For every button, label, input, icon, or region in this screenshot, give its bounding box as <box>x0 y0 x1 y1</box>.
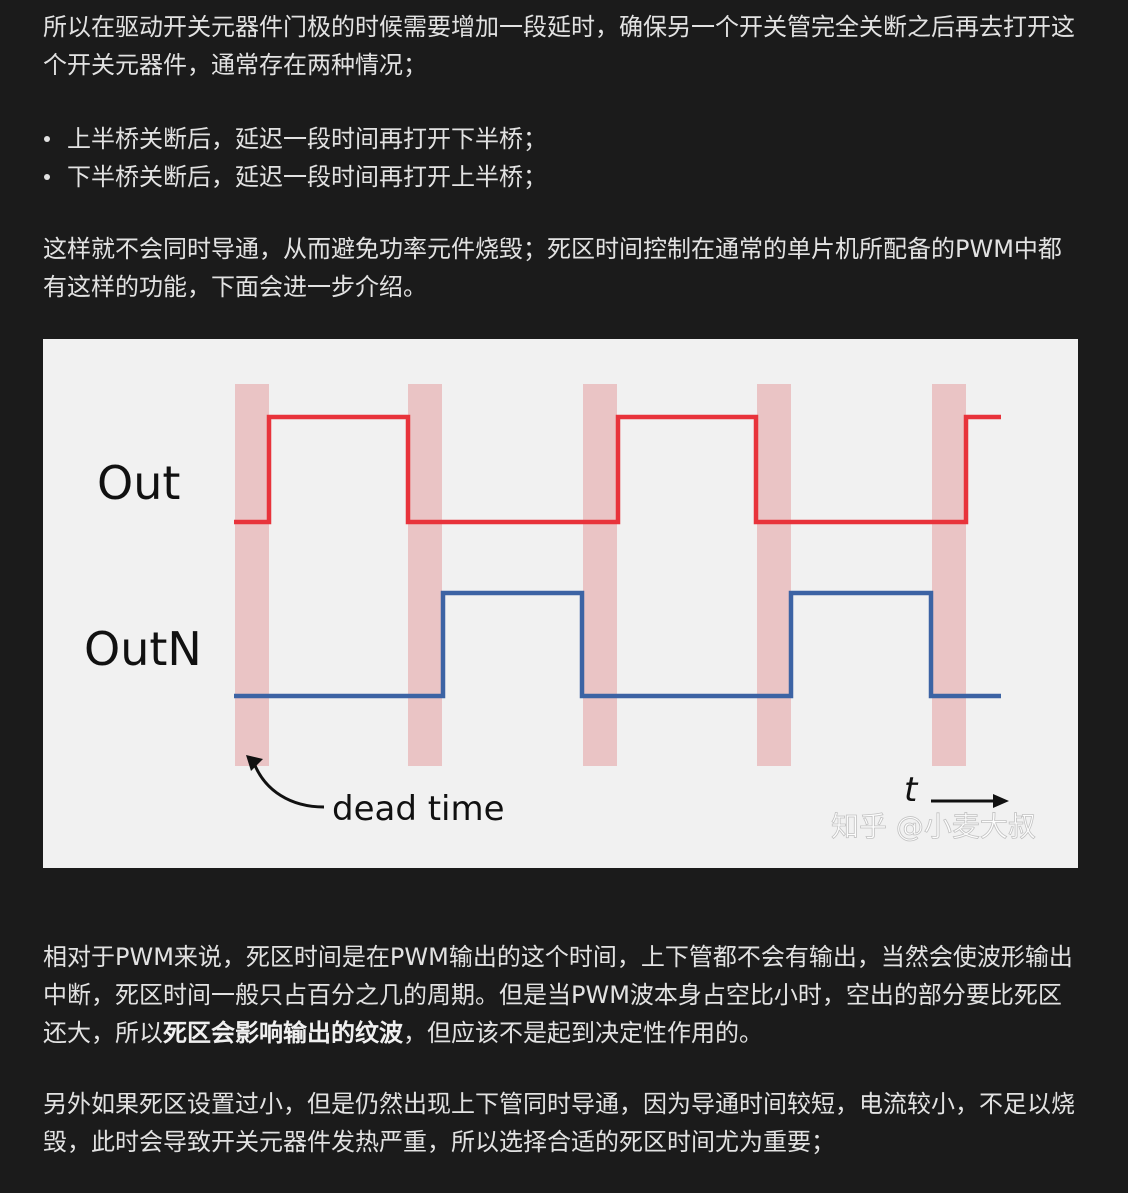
dead-time-arrow-icon <box>246 755 325 809</box>
paragraph-dead-time-effect: 相对于PWM来说，死区时间是在PWM输出的这个时间，上下管都不会有输出，当然会使… <box>43 938 1083 1052</box>
dead-time-figure: Out OutN dead time t 知乎 @小麦大叔 <box>43 339 1078 868</box>
out-label: Out <box>97 456 180 510</box>
paragraph-pwm-note: 这样就不会同时导通，从而避免功率元件烧毁；死区时间控制在通常的单片机所配备的PW… <box>43 235 1062 301</box>
time-arrow-icon <box>931 794 1009 808</box>
dead-time-band <box>932 384 966 766</box>
time-axis-label: t <box>904 770 919 810</box>
bullet-dot-icon <box>44 174 50 180</box>
dead-time-label: dead time <box>332 789 505 829</box>
bullet-item: 下半桥关断后，延迟一段时间再打开上半桥； <box>43 158 1083 196</box>
bullet-text: 下半桥关断后，延迟一段时间再打开上半桥； <box>67 163 547 191</box>
dead-time-band <box>583 384 617 766</box>
bold-emphasis: 死区会影响输出的纹波 <box>163 1019 403 1047</box>
dead-time-band <box>408 384 442 766</box>
dead-time-bands <box>235 384 966 766</box>
paragraph-text: 相对于PWM来说，死区时间是在PWM输出的这个时间，上下管都不会有输出，当然会使… <box>43 943 1073 1047</box>
paragraph-text: ，但应该不是起到决定性作用的。 <box>403 1019 763 1047</box>
dead-time-band <box>757 384 791 766</box>
bullet-item: 上半桥关断后，延迟一段时间再打开下半桥； <box>43 120 1083 158</box>
dead-time-band <box>235 384 269 766</box>
bullet-list: 上半桥关断后，延迟一段时间再打开下半桥； 下半桥关断后，延迟一段时间再打开上半桥… <box>43 120 1083 196</box>
paragraph-intro: 所以在驱动开关元器件门极的时候需要增加一段延时，确保另一个开关管完全关断之后再去… <box>43 13 1075 79</box>
outn-waveform <box>234 590 1001 699</box>
paragraph-small-dead-time: 另外如果死区设置过小，但是仍然出现上下管同时导通，因为导通时间较短，电流较小，不… <box>43 1090 1075 1156</box>
timing-diagram: Out OutN dead time t 知乎 @小麦大叔 <box>84 384 1036 843</box>
out-waveform <box>234 414 1001 525</box>
bullet-dot-icon <box>44 136 50 142</box>
bullet-text: 上半桥关断后，延迟一段时间再打开下半桥； <box>67 125 547 153</box>
outn-label: OutN <box>84 622 202 676</box>
watermark: 知乎 @小麦大叔 <box>831 810 1036 843</box>
